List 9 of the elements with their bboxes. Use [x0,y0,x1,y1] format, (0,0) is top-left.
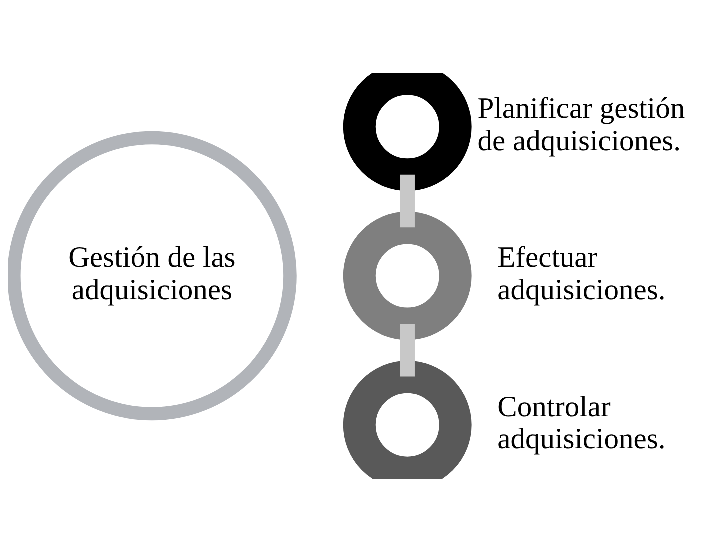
node-label: Controlar adquisiciones. [498,391,666,456]
node-label: Planificar gestión de adquisiciones. [478,93,686,158]
node-circle [343,360,472,479]
node-circle [343,73,472,192]
connector [400,174,415,228]
node-circle: Gestión de las adquisiciones [8,131,297,421]
node-label: Efectuar adquisiciones. [498,242,666,307]
node-circle [343,212,472,340]
connector [400,324,415,377]
